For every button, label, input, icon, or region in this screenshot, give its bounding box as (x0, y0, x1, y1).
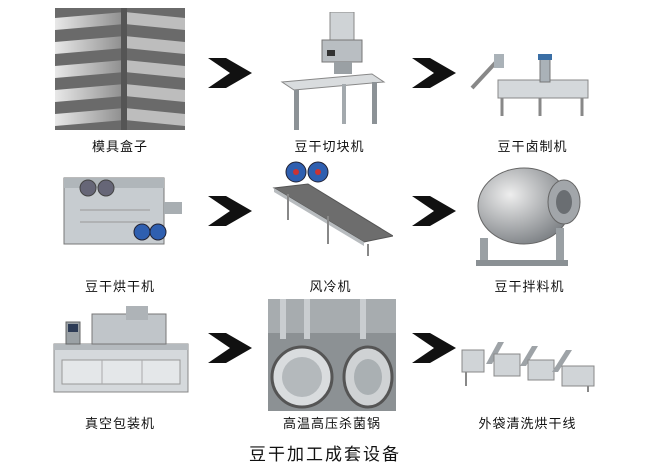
arrow-right-icon (208, 58, 252, 88)
step-label: 豆干烘干机 (84, 280, 155, 295)
marinating-machine-icon (470, 50, 595, 122)
step-label: 豆干切块机 (294, 140, 365, 155)
step-label: 高温高压杀菌锅 (282, 417, 381, 432)
step-label: 真空包装机 (84, 417, 155, 432)
step-label: 豆干拌料机 (494, 280, 565, 295)
arrow-right-icon (208, 333, 252, 363)
vacuum-packing-machine-icon (52, 304, 190, 400)
mold-box-icon (55, 8, 185, 130)
step-label: 外袋清洗烘干线 (478, 417, 577, 432)
bag-washing-drying-line-icon (458, 336, 598, 394)
mixing-machine-icon (466, 158, 591, 270)
air-cooler-icon (268, 158, 393, 258)
page-title: 豆干加工成套设备 (249, 445, 401, 465)
arrow-right-icon (412, 58, 456, 88)
dryer-machine-icon (60, 170, 182, 252)
arrow-right-icon (412, 333, 456, 363)
step-label: 豆干卤制机 (497, 140, 568, 155)
sterilizer-icon (268, 299, 396, 411)
arrow-right-icon (412, 196, 456, 226)
step-label: 模具盒子 (91, 140, 148, 155)
step-label: 风冷机 (309, 280, 352, 295)
arrow-right-icon (208, 196, 252, 226)
cutting-machine-icon (272, 12, 387, 132)
